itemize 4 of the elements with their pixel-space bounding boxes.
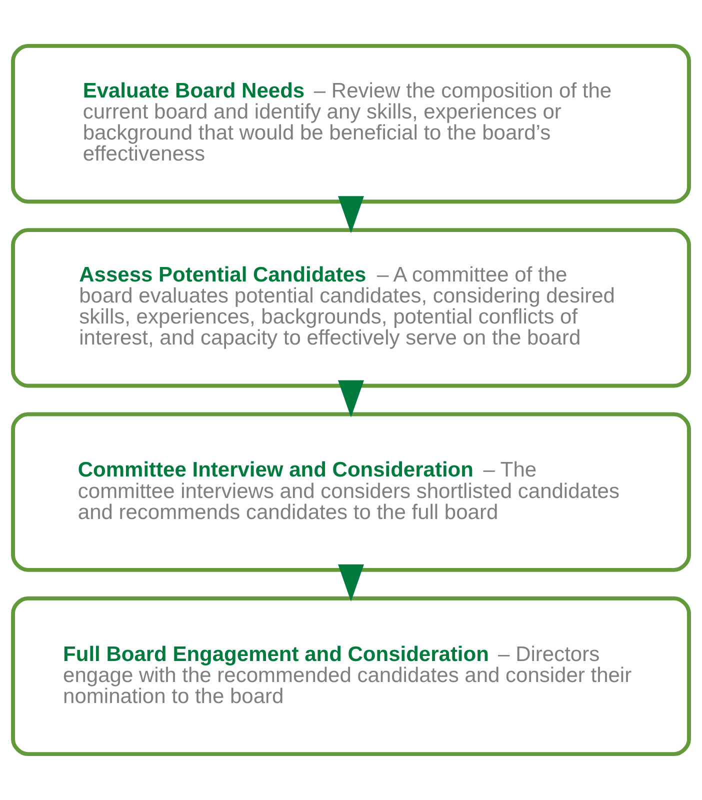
arrow (338, 380, 364, 418)
arrow (338, 196, 364, 234)
arrow (338, 564, 364, 602)
node-box: Full Board Engagement and Consideration – Directors engage with the recommended candidates and consider their nomination to the board (11, 596, 691, 756)
